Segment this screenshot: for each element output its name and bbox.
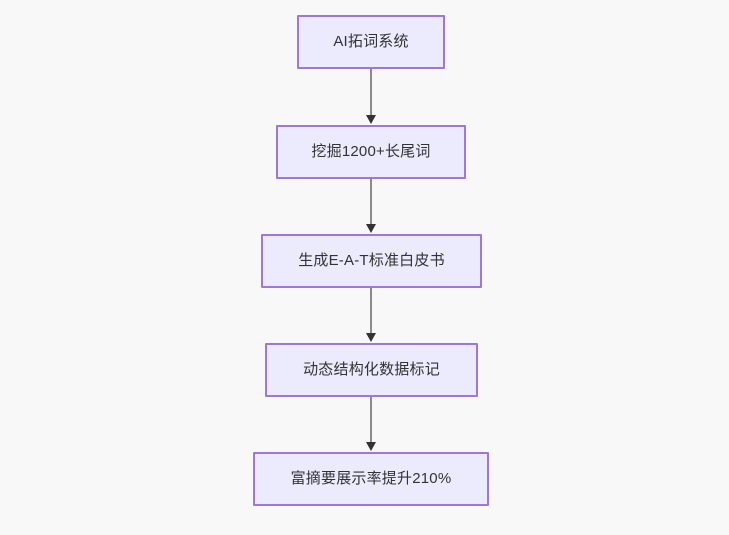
flowchart-node-n5[interactable]: 富摘要展示率提升210% [253,452,489,506]
flowchart-edge-e3 [365,288,377,343]
flowchart-node-n3[interactable]: 生成E-A-T标准白皮书 [261,234,482,288]
flowchart-node-label: AI拓词系统 [333,33,409,50]
flowchart-edge-e2 [365,179,377,234]
flowchart-node-label: 生成E-A-T标准白皮书 [298,252,445,269]
flowchart-node-n4[interactable]: 动态结构化数据标记 [265,343,478,397]
flowchart-node-n2[interactable]: 挖掘1200+长尾词 [276,125,466,179]
flowchart-node-label: 动态结构化数据标记 [303,361,440,378]
flowchart-node-n1[interactable]: AI拓词系统 [297,15,445,69]
flowchart-node-label: 挖掘1200+长尾词 [311,143,431,160]
flowchart-node-label: 富摘要展示率提升210% [290,470,452,487]
flowchart-edge-e1 [365,69,377,125]
flowchart-edge-e4 [365,397,377,452]
